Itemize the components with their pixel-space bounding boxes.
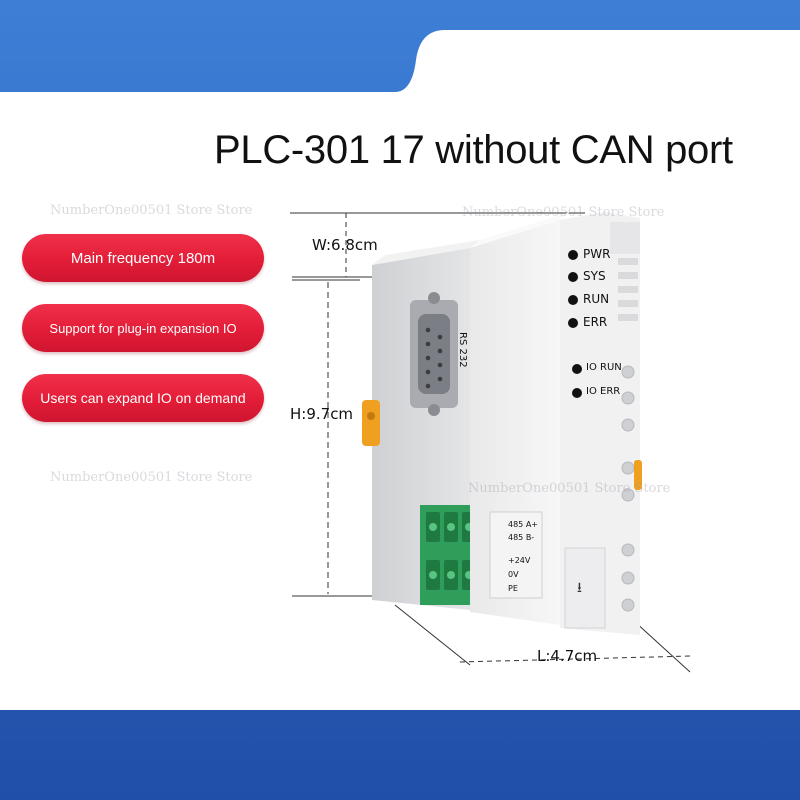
feature-pill: Users can expand IO on demand bbox=[22, 374, 264, 422]
feature-pill: Main frequency 180m bbox=[22, 234, 264, 282]
length-dimension-label: L:4.7cm bbox=[537, 647, 598, 665]
led-label-err: ERR bbox=[583, 315, 608, 329]
led-label-pwr: PWR bbox=[583, 247, 611, 261]
terminal-label-485a: 485 A+ bbox=[508, 520, 538, 529]
terminal-label-0v: 0V bbox=[508, 570, 519, 579]
terminal-label-24v: +24V bbox=[508, 556, 531, 565]
plc-device: ⭳ bbox=[362, 212, 642, 635]
height-dimension-label: H:9.7cm bbox=[290, 405, 354, 423]
terminal-label-485b: 485 B- bbox=[508, 533, 535, 542]
rs232-label: RS 232 bbox=[457, 332, 468, 368]
feature-text: Support for plug-in expansion IO bbox=[49, 320, 237, 336]
dimension-lines bbox=[290, 212, 691, 673]
led-label-io-err: IO ERR bbox=[586, 386, 621, 397]
led-label-sys: SYS bbox=[583, 269, 606, 283]
feature-text: Users can expand IO on demand bbox=[40, 390, 246, 406]
svg-text:⭳: ⭳ bbox=[577, 580, 582, 596]
led-label-io-run: IO RUN bbox=[586, 362, 622, 373]
page-title: PLC-301 17 without CAN port bbox=[214, 128, 733, 172]
led-label-run: RUN bbox=[583, 292, 610, 306]
feature-text: Main frequency 180m bbox=[70, 249, 216, 267]
width-dimension-label: W:6.8cm bbox=[312, 236, 378, 254]
terminal-label-pe: PE bbox=[508, 584, 518, 593]
feature-pill: Support for plug-in expansion IO bbox=[22, 304, 264, 352]
